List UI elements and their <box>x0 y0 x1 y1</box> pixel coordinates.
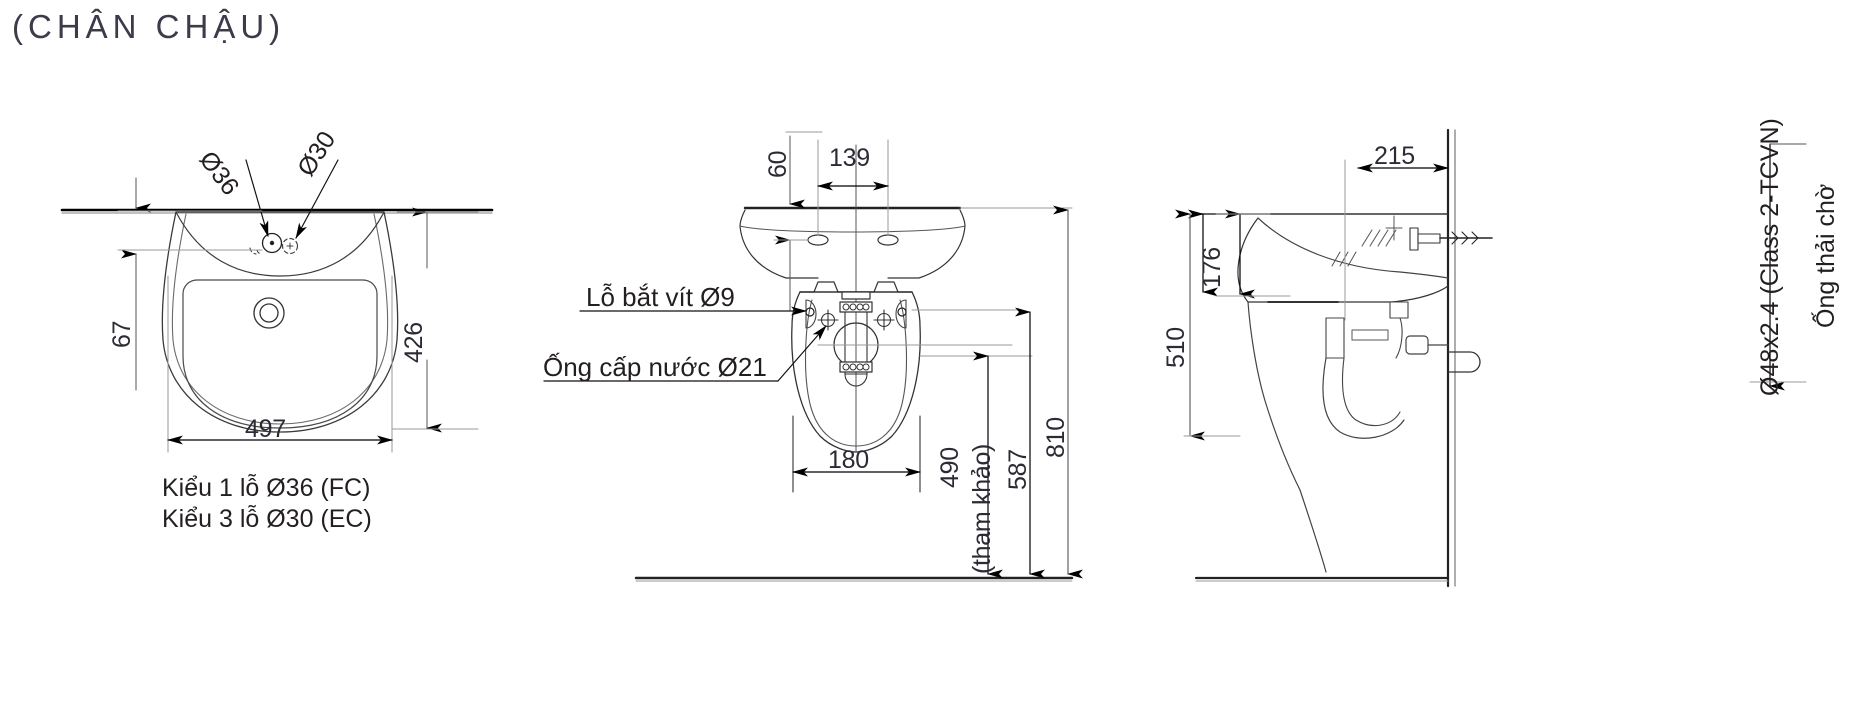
dim-180: 180 <box>828 446 869 474</box>
note-tham-khao: (tham khảo) <box>968 443 996 574</box>
dim-d36: Ø36 <box>193 146 245 201</box>
dim-215: 215 <box>1374 142 1415 170</box>
dim-497: 497 <box>245 415 286 443</box>
dim-139: 139 <box>829 144 870 172</box>
dim-810: 810 <box>1042 417 1070 458</box>
caption-type-3-hole: Kiểu 3 lỗ Ø30 (EC) <box>162 505 372 533</box>
dim-426: 426 <box>400 322 428 363</box>
leader-supply-pipe: Ống cấp nước Ø21 <box>543 352 767 382</box>
leader-screw-hole: Lỗ bắt vít Ø9 <box>586 282 735 312</box>
dim-510: 510 <box>1162 327 1190 368</box>
dim-587: 587 <box>1004 449 1032 490</box>
leader-waste-outlet: Ống thải chờ <box>1812 183 1840 328</box>
leader-waste-pipe-spec: Ø48x2.4 (Class 2-TCVN) <box>1756 118 1784 396</box>
caption-type-1-hole: Kiểu 1 lỗ Ø36 (FC) <box>162 474 371 502</box>
dim-d30: Ø30 <box>292 126 342 182</box>
dim-60: 60 <box>764 150 792 178</box>
dim-490: 490 <box>936 447 964 488</box>
dim-67: 67 <box>108 320 136 348</box>
page-title: (CHÂN CHẬU) <box>12 8 286 45</box>
dim-176: 176 <box>1198 247 1226 288</box>
